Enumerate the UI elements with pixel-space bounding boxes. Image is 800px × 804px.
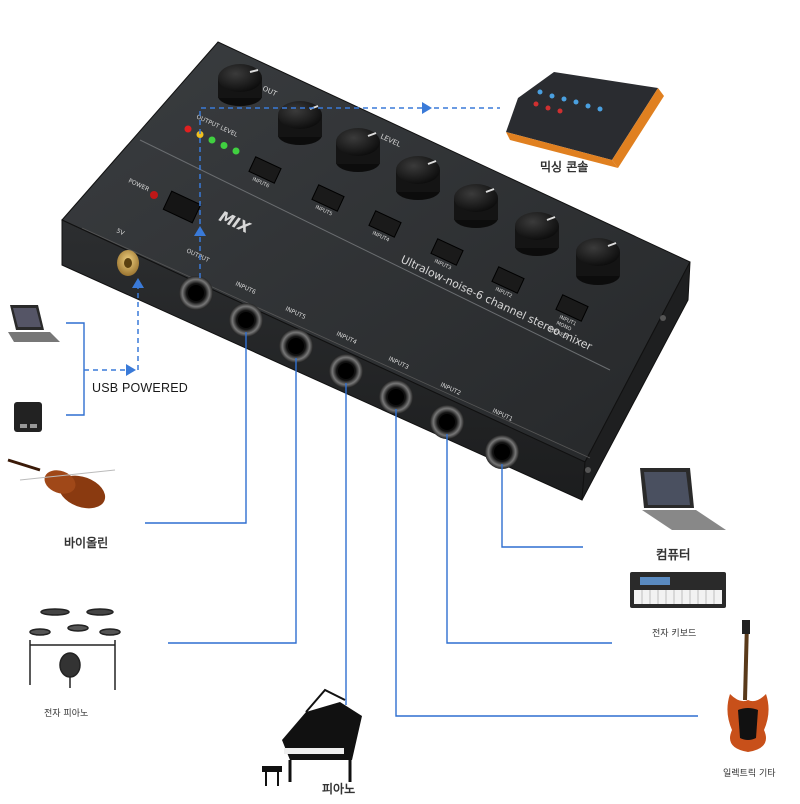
- input-jack-6: [229, 303, 263, 337]
- out-knob: [218, 64, 262, 106]
- usb-adapter-icon: [14, 402, 42, 432]
- dc-power-jack: [117, 250, 139, 276]
- input-jack-3: [379, 380, 413, 414]
- level-knob-input4: [396, 156, 440, 200]
- usb-powered-label: USB POWERED: [92, 381, 188, 395]
- drums-label: 전자 피아노: [44, 709, 89, 719]
- violin-icon: [7, 458, 116, 509]
- mono-stereo-button-input4: [368, 210, 402, 238]
- input-jack-5: [279, 329, 313, 363]
- computer-label: 컴퓨터: [656, 547, 691, 562]
- output-level-led: [184, 125, 192, 133]
- drum-kit-icon: [29, 608, 121, 690]
- level-knob-input2: [515, 212, 559, 256]
- guitar-label: 일렉트릭 기타: [723, 769, 776, 779]
- output-level-led: [208, 136, 216, 144]
- mono-stereo-button-input5: [311, 184, 345, 212]
- arrow-output-icon: [194, 226, 206, 236]
- jacks: [179, 276, 519, 469]
- input-jack-4: [329, 354, 363, 388]
- mixing-console-label: 믹싱 콘솔: [540, 160, 589, 174]
- mono-stereo-button-input6: [248, 156, 282, 184]
- mono-stereo-button-input2: [491, 266, 525, 294]
- mono-stereo-button-input3: [430, 238, 464, 266]
- power-section: [150, 190, 202, 224]
- dc-label: 5V: [115, 227, 126, 237]
- power-led: [150, 191, 158, 199]
- input-jack-1: [485, 435, 519, 469]
- cable-drums: [168, 358, 297, 644]
- arrow-usb-icon: [126, 364, 136, 376]
- power-bracket: [66, 322, 85, 416]
- cable-violin: [145, 332, 247, 524]
- power-button: [162, 190, 202, 224]
- mono-stereo-buttons: [248, 156, 589, 322]
- mono-stereo-button-input1: [555, 294, 589, 322]
- grand-piano-icon: [262, 688, 362, 786]
- arrow-dc-icon: [132, 278, 144, 288]
- arrow-mixer-icon: [422, 102, 432, 114]
- cable-computer: [501, 464, 583, 548]
- electric-guitar-icon: [727, 620, 769, 752]
- input-jack-2: [430, 405, 464, 439]
- output-dash: [199, 107, 422, 278]
- piano-label: 피아노: [322, 782, 356, 796]
- violin-label: 바이올린: [64, 536, 109, 550]
- laptop-icon: [8, 305, 60, 342]
- output-level-leds: [184, 125, 240, 155]
- mixer-side-panel: [581, 261, 691, 501]
- level-knob-input3: [454, 184, 498, 228]
- cable-keyboard: [446, 434, 612, 644]
- keyboard-label: 전자 키보드: [652, 629, 697, 639]
- arrow-heads: [126, 102, 432, 376]
- output-jack: [179, 276, 213, 310]
- output-level-led: [232, 147, 240, 155]
- cables: [66, 322, 698, 717]
- computer-icon: [640, 468, 726, 530]
- level-knob-input1: [576, 238, 620, 285]
- output-level-led: [220, 142, 228, 149]
- cable-guitar: [395, 409, 698, 717]
- mixing-console-icon: [506, 72, 664, 168]
- keyboard-icon: [630, 572, 726, 608]
- dashed-links: [84, 107, 500, 371]
- output-level-led: [196, 131, 204, 138]
- level-knob-input5: [336, 128, 380, 172]
